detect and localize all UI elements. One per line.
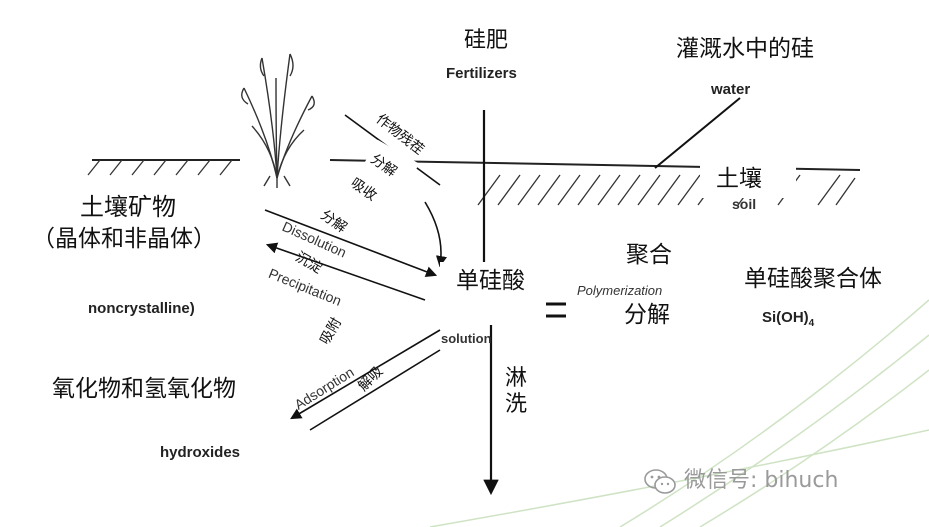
label-solution: solution (441, 332, 492, 345)
label-polysilicic-acid: 单硅酸聚合体 (744, 268, 882, 291)
label-soil-cn: 土壤 (716, 168, 762, 191)
label-leaching: 淋洗 (505, 366, 529, 419)
label-silicon-fertilizer: 硅肥 (464, 30, 508, 52)
label-polymerize: 聚合 (626, 244, 672, 267)
label-oxides-hydroxides: 氧化物和氢氧化物 (52, 378, 236, 401)
label-polymerization: Polymerization (577, 284, 662, 297)
label-soil-en: soil (732, 197, 756, 211)
equilibrium-sign (546, 304, 566, 316)
label-sioh4: Si(OH)4 (762, 310, 814, 329)
label-water: water (711, 82, 750, 97)
label-noncrystalline: noncrystalline) (88, 301, 195, 316)
label-irrigation-si: 灌溉水中的硅 (676, 38, 814, 61)
sioh4-formula: Si(OH) (762, 309, 809, 326)
label-soil-minerals: 土壤矿物 (80, 195, 176, 219)
irrigation-line (655, 98, 740, 168)
wechat-icon (643, 468, 677, 496)
uptake-arrow (425, 202, 441, 265)
label-depolymerize: 分解 (624, 304, 670, 327)
rice-plant-icon (232, 48, 322, 188)
label-soil-minerals-note: （晶体和非晶体） (32, 228, 216, 251)
label-hydroxides: hydroxides (160, 445, 240, 460)
watermark-text: 微信号: bihuch (684, 470, 838, 492)
sioh4-subscript: 4 (809, 318, 815, 329)
label-monosilicic-acid: 单硅酸 (456, 270, 525, 293)
label-fertilizers: Fertilizers (446, 66, 517, 81)
